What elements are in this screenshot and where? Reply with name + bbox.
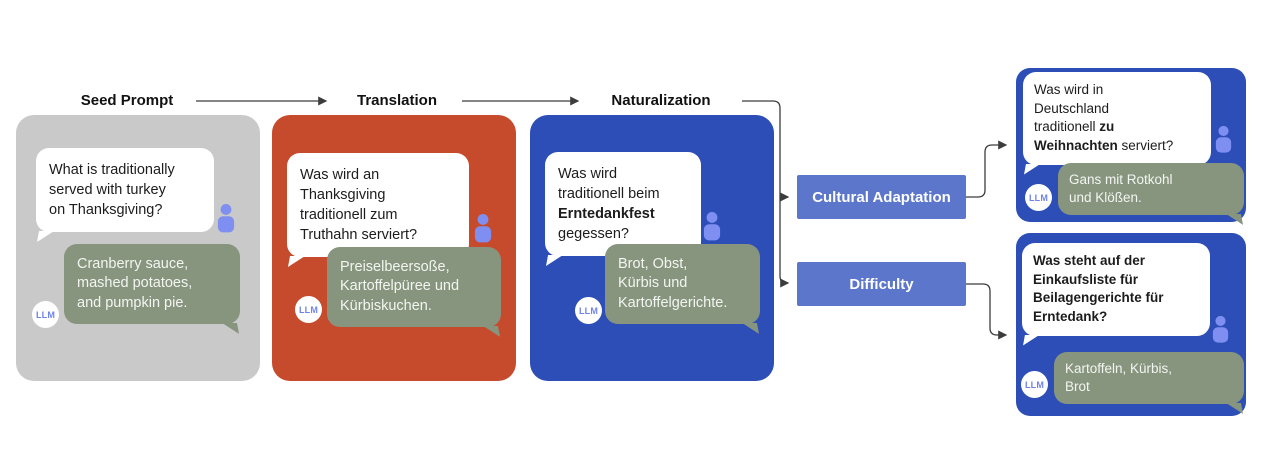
difficulty-card: Was steht auf der Einkaufsliste für Beil…: [1016, 233, 1246, 416]
user-icon: [1212, 315, 1229, 343]
user-icon: [474, 214, 492, 243]
llm-answer-text: Gans mit Rotkohl und Klößen.: [1069, 172, 1173, 205]
user-question-text: What is traditionally served with turkey…: [49, 162, 175, 218]
difficulty-node: Difficulty: [797, 262, 966, 306]
llm-answer-bubble: Brot, Obst, Kürbis und Kartoffelgerichte…: [605, 244, 760, 324]
llm-badge: LLM: [575, 297, 602, 324]
llm-answer-text: Brot, Obst, Kürbis und Kartoffelgerichte…: [618, 256, 728, 311]
cultural-adaptation-node: Cultural Adaptation: [797, 175, 966, 219]
stage-label-seed-prompt: Seed Prompt: [80, 92, 174, 109]
stage-label-naturalization: Naturalization: [611, 92, 711, 109]
llm-answer-bubble: Kartoffeln, Kürbis, Brot: [1054, 352, 1244, 404]
cultural-adaptation-card: Was wird in Deutschland traditionell zu …: [1016, 68, 1246, 222]
llm-badge: LLM: [1021, 371, 1048, 398]
user-icon: [703, 212, 721, 241]
llm-answer-bubble: Cranberry sauce, mashed potatoes, and pu…: [64, 244, 240, 324]
llm-answer-text: Kartoffeln, Kürbis, Brot: [1065, 361, 1173, 394]
llm-badge: LLM: [32, 301, 59, 328]
user-question-text: Was steht auf der Einkaufsliste für Beil…: [1033, 253, 1164, 324]
user-icon: [217, 204, 235, 233]
user-question-text: Was wird traditionell beim Erntedankfest…: [558, 166, 660, 242]
translation-card: Was wird an Thanksgiving traditionell zu…: [272, 115, 516, 381]
user-question-bubble: Was wird traditionell beim Erntedankfest…: [545, 152, 701, 256]
llm-answer-bubble: Preiselbeersoße, Kartoffelpüree und Kürb…: [327, 247, 501, 327]
seed-prompt-card: What is traditionally served with turkey…: [16, 115, 260, 381]
user-question-text: Was wird an Thanksgiving traditionell zu…: [300, 167, 418, 243]
user-question-bubble: What is traditionally served with turkey…: [36, 148, 214, 232]
user-question-text: Was wird in Deutschland traditionell zu …: [1034, 82, 1174, 153]
naturalization-card: Was wird traditionell beim Erntedankfest…: [530, 115, 774, 381]
llm-answer-bubble: Gans mit Rotkohl und Klößen.: [1058, 163, 1244, 215]
user-question-bubble: Was wird an Thanksgiving traditionell zu…: [287, 153, 469, 257]
user-question-bubble: Was steht auf der Einkaufsliste für Beil…: [1022, 243, 1210, 336]
stage-label-translation: Translation: [356, 92, 438, 109]
user-question-bubble: Was wird in Deutschland traditionell zu …: [1023, 72, 1211, 165]
llm-answer-text: Cranberry sauce, mashed potatoes, and pu…: [77, 256, 193, 311]
user-icon: [1215, 125, 1232, 153]
llm-badge: LLM: [295, 296, 322, 323]
llm-badge: LLM: [1025, 184, 1052, 211]
llm-answer-text: Preiselbeersoße, Kartoffelpüree und Kürb…: [340, 259, 460, 314]
